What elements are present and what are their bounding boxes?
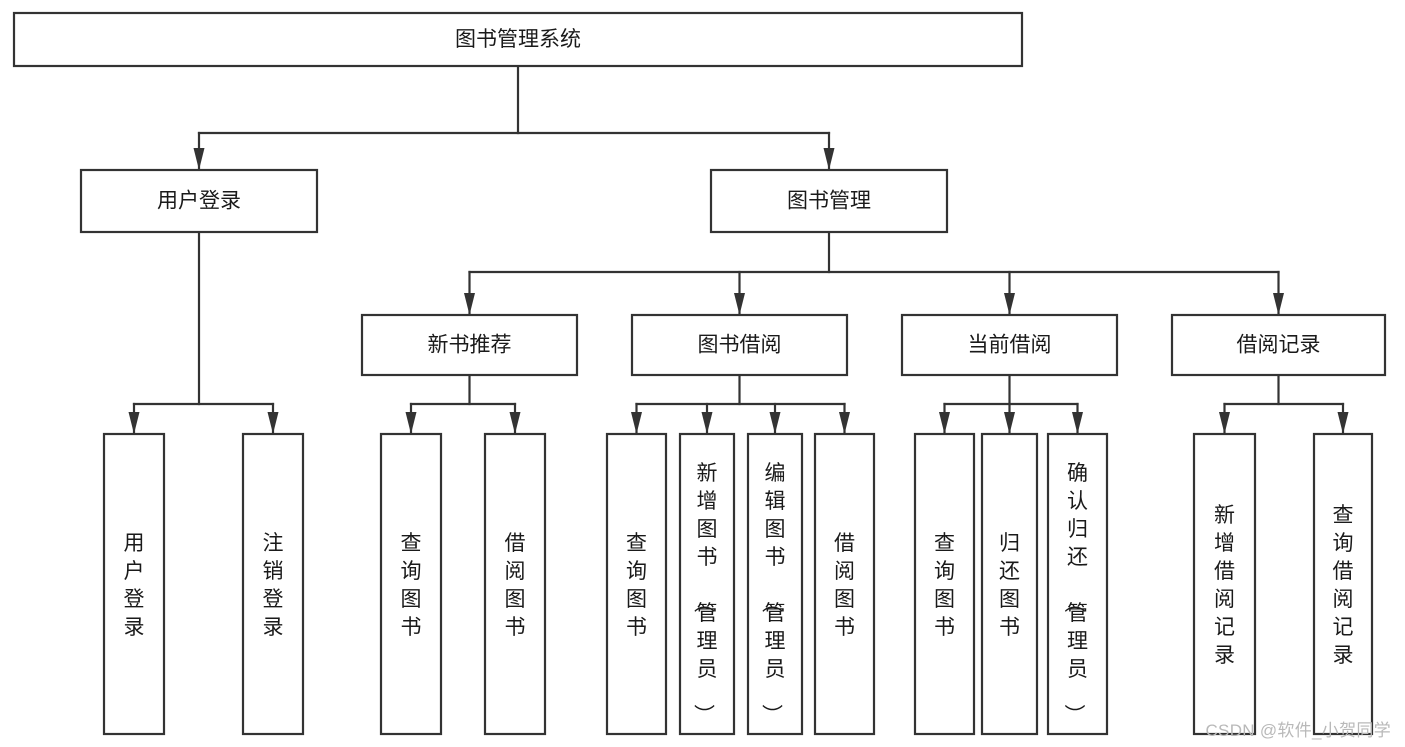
node-label-leaf-records-add: 新增借阅记录 — [1214, 504, 1235, 667]
arrow-head-icon — [1337, 412, 1349, 434]
node-leaf-current-confirm[interactable]: 确认归还（管理员） — [1046, 432, 1109, 736]
node-label-root: 图书管理系统 — [455, 28, 581, 51]
arrow-head-icon — [1004, 293, 1015, 315]
arrow-head-icon — [464, 293, 475, 315]
node-leaf-borrow-add[interactable]: 新增图书（管理员） — [678, 432, 736, 736]
node-box-bookmgmt[interactable] — [709, 168, 949, 234]
node-label-current: 当前借阅 — [968, 334, 1052, 357]
node-label-leaf-current-confirm: 确认归还（管理员） — [1062, 462, 1088, 725]
node-box-leaf-records-query[interactable] — [1312, 432, 1374, 736]
arrow-head-icon — [267, 412, 279, 434]
node-label-bookmgmt: 图书管理 — [787, 190, 871, 213]
arrow-head-icon — [939, 412, 950, 434]
arrow-head-icon — [631, 412, 642, 434]
node-box-borrow[interactable] — [630, 313, 849, 377]
node-current[interactable]: 当前借阅 — [900, 313, 1119, 377]
arrow-head-icon — [509, 412, 521, 434]
node-label-leaf-borrow-add: 新增图书（管理员） — [692, 462, 718, 725]
node-leaf-current-query[interactable]: 查询图书 — [913, 432, 976, 736]
arrow-head-icon — [193, 148, 205, 170]
node-label-leaf-current-query: 查询图书 — [934, 532, 955, 639]
node-box-root[interactable] — [12, 11, 1024, 68]
node-leaf-user-login[interactable]: 用户登录 — [102, 432, 166, 736]
node-box-leaf-newbook-borrow[interactable] — [483, 432, 547, 736]
node-label-leaf-user-logout: 注销登录 — [263, 532, 284, 639]
node-box-leaf-current-query[interactable] — [913, 432, 976, 736]
node-box-leaf-current-confirm[interactable] — [1046, 432, 1109, 736]
node-box-leaf-records-add[interactable] — [1192, 432, 1257, 736]
node-label-newbook: 新书推荐 — [428, 334, 512, 357]
arrow-head-icon — [769, 412, 781, 434]
node-box-leaf-borrow-edit[interactable] — [746, 432, 804, 736]
node-label-leaf-newbook-query: 查询图书 — [401, 532, 422, 639]
node-box-login[interactable] — [79, 168, 319, 234]
node-leaf-current-return[interactable]: 归还图书 — [980, 432, 1039, 736]
arrow-head-icon — [734, 293, 745, 315]
node-label-leaf-borrow-edit: 编辑图书（管理员） — [760, 462, 786, 725]
node-login[interactable]: 用户登录 — [79, 168, 319, 234]
node-box-leaf-current-return[interactable] — [980, 432, 1039, 736]
node-label-leaf-borrow-lend: 借阅图书 — [834, 532, 855, 639]
arrow-head-icon — [823, 148, 835, 170]
arrow-head-icon — [839, 412, 850, 434]
arrow-head-icon — [128, 412, 140, 434]
arrow-head-icon — [701, 412, 713, 434]
arrow-head-icon — [1004, 412, 1015, 434]
node-box-leaf-borrow-query[interactable] — [605, 432, 668, 736]
node-box-newbook[interactable] — [360, 313, 579, 377]
node-newbook[interactable]: 新书推荐 — [360, 313, 579, 377]
node-label-leaf-current-return: 归还图书 — [999, 532, 1020, 639]
node-box-leaf-user-logout[interactable] — [241, 432, 305, 736]
connectors-layer — [128, 64, 1349, 435]
node-label-records: 借阅记录 — [1237, 334, 1321, 357]
node-leaf-records-add[interactable]: 新增借阅记录 — [1192, 432, 1257, 736]
node-borrow[interactable]: 图书借阅 — [630, 313, 849, 377]
node-leaf-borrow-lend[interactable]: 借阅图书 — [813, 432, 876, 736]
node-label-leaf-user-login: 用户登录 — [124, 532, 145, 639]
boxes-layer: 图书管理系统用户登录图书管理新书推荐图书借阅当前借阅借阅记录用户登录注销登录查询… — [12, 11, 1387, 736]
arrow-head-icon — [1072, 412, 1083, 434]
node-leaf-user-logout[interactable]: 注销登录 — [241, 432, 305, 736]
arrow-head-icon — [1219, 412, 1230, 434]
node-leaf-newbook-query[interactable]: 查询图书 — [379, 432, 443, 736]
node-bookmgmt[interactable]: 图书管理 — [709, 168, 949, 234]
node-label-login: 用户登录 — [157, 190, 241, 213]
node-leaf-records-query[interactable]: 查询借阅记录 — [1312, 432, 1374, 736]
node-records[interactable]: 借阅记录 — [1170, 313, 1387, 377]
node-leaf-newbook-borrow[interactable]: 借阅图书 — [483, 432, 547, 736]
node-label-leaf-borrow-query: 查询图书 — [626, 532, 647, 639]
arrow-head-icon — [1273, 293, 1284, 315]
node-box-leaf-newbook-query[interactable] — [379, 432, 443, 736]
node-label-leaf-newbook-borrow: 借阅图书 — [505, 532, 526, 639]
node-box-records[interactable] — [1170, 313, 1387, 377]
node-box-current[interactable] — [900, 313, 1119, 377]
node-root[interactable]: 图书管理系统 — [12, 11, 1024, 68]
node-label-borrow: 图书借阅 — [698, 334, 782, 357]
node-box-leaf-borrow-add[interactable] — [678, 432, 736, 736]
node-label-leaf-records-query: 查询借阅记录 — [1333, 504, 1354, 667]
node-box-leaf-user-login[interactable] — [102, 432, 166, 736]
node-box-leaf-borrow-lend[interactable] — [813, 432, 876, 736]
node-leaf-borrow-edit[interactable]: 编辑图书（管理员） — [746, 432, 804, 736]
node-leaf-borrow-query[interactable]: 查询图书 — [605, 432, 668, 736]
arrow-head-icon — [405, 412, 417, 434]
